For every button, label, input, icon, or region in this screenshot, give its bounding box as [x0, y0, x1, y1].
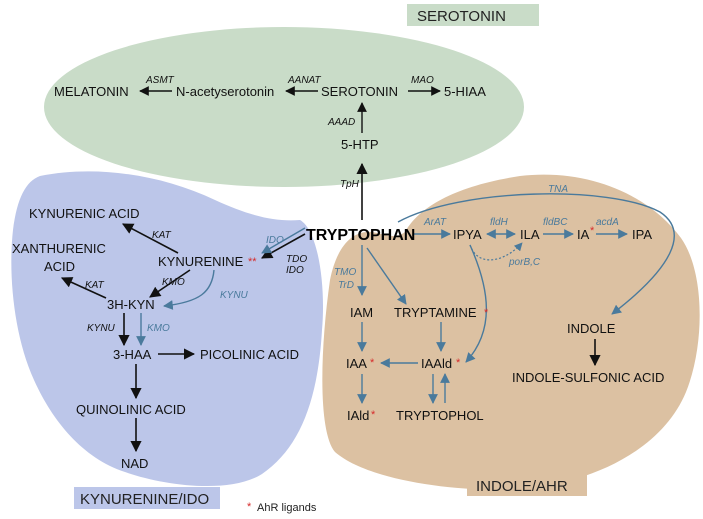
kynurenine-region-label: KYNURENINE/IDO	[80, 491, 209, 508]
arrow-kynurenine-to-kynurenic	[122, 223, 179, 254]
indole-region	[322, 174, 700, 491]
enzyme-fldbc: fldBC	[543, 217, 568, 228]
enzyme-tph: TpH	[340, 179, 360, 190]
enzyme-arat: ArAT	[423, 217, 447, 228]
enzyme-ido-black: IDO	[286, 265, 304, 276]
arrow-tryptophan-to-tryptamine	[366, 247, 407, 305]
node-iaald: IAAld	[421, 356, 452, 371]
indole-label-box	[467, 474, 587, 496]
star-iaald: *	[456, 357, 461, 369]
node-indole: INDOLE	[567, 321, 616, 336]
star-ia: *	[590, 225, 595, 237]
node-xanthurenic-acid-line2: ACID	[44, 259, 75, 274]
enzyme-trd: TrD	[338, 280, 354, 291]
arrow-kynurenine-to-3hkyn	[149, 269, 191, 298]
node-serotonin: SEROTONIN	[321, 84, 398, 99]
node-nad: NAD	[121, 456, 148, 471]
node-5htp: 5-HTP	[341, 137, 379, 152]
enzyme-kynu-black: KYNU	[87, 323, 116, 334]
enzyme-kat-1: KAT	[152, 230, 172, 241]
node-xanthurenic-acid-line1: XANTHURENIC	[12, 241, 106, 256]
enzyme-mao: MAO	[411, 75, 434, 86]
arrow-3hkyn-to-xanthurenic	[60, 277, 107, 299]
node-5hiaa: 5-HIAA	[444, 84, 486, 99]
node-indole-sulfonic-acid: INDOLE-SULFONIC ACID	[512, 370, 664, 385]
star-tryptamine: *	[484, 307, 489, 319]
node-iam: IAM	[350, 305, 373, 320]
node-3h-kyn: 3H-KYN	[107, 297, 155, 312]
node-tryptophan: TRYPTOPHAN	[306, 227, 415, 244]
enzyme-kmo-blue: KMO	[147, 323, 170, 334]
enzyme-aanat: AANAT	[287, 75, 321, 86]
arrow-tryptophan-to-kynurenine-blue	[261, 227, 306, 254]
enzyme-ido-blue: IDO	[266, 235, 284, 246]
node-iald: IAld	[347, 408, 369, 423]
arrow-tryptophan-to-indole-tna	[397, 193, 675, 315]
arrow-tryptophan-to-kynurenine-black	[261, 233, 306, 259]
node-kynurenic-acid: KYNURENIC ACID	[29, 206, 140, 221]
kynurenine-region	[11, 171, 324, 487]
node-picolinic-acid: PICOLINIC ACID	[200, 347, 299, 362]
indole-region-label: INDOLE/AHR	[476, 478, 568, 495]
node-ia: IA	[577, 227, 590, 242]
enzyme-kmo-black: KMO	[162, 277, 185, 288]
enzyme-tmo: TMO	[334, 267, 356, 278]
legend-ahr-ligands: AhR ligands	[257, 502, 317, 514]
node-ipa: IPA	[632, 227, 652, 242]
arrow-ipya-to-ila-porbc	[469, 242, 523, 261]
node-3-haa: 3-HAA	[113, 347, 152, 362]
node-quinolinic-acid: QUINOLINIC ACID	[76, 402, 186, 417]
node-tryptamine: TRYPTAMINE	[394, 305, 477, 320]
node-kynurenine: KYNURENINE	[158, 254, 244, 269]
enzyme-tdo: TDO	[286, 254, 307, 265]
node-iaa: IAA	[346, 356, 367, 371]
node-tryptophol: TRYPTOPHOL	[396, 408, 484, 423]
enzyme-fldh: fldH	[490, 217, 509, 228]
enzyme-asmt: ASMT	[145, 75, 175, 86]
enzyme-kynu-blue: KYNU	[220, 290, 249, 301]
star-iald: *	[371, 409, 376, 421]
enzyme-kat-2: KAT	[85, 280, 105, 291]
node-n-acetylserotonin: N-acetyserotonin	[176, 84, 274, 99]
kynurenine-label-box	[74, 487, 220, 509]
enzyme-acda: acdA	[596, 217, 619, 228]
enzyme-porbc: porB,C	[508, 257, 541, 268]
star-kynurenine: **	[248, 256, 257, 268]
node-ipya: IPYA	[453, 227, 482, 242]
arrow-ipya-to-iaald	[465, 244, 488, 363]
serotonin-region-label: SEROTONIN	[417, 8, 506, 25]
enzyme-aaad: AAAD	[327, 117, 355, 128]
serotonin-region	[44, 27, 524, 187]
node-melatonin: MELATONIN	[54, 84, 129, 99]
enzyme-tna: TNA	[548, 184, 568, 195]
star-iaa: *	[370, 357, 375, 369]
node-ila: ILA	[520, 227, 540, 242]
serotonin-label-box	[407, 4, 539, 26]
legend-star: *	[247, 501, 252, 513]
arrow-kynurenine-to-3hkyn-blue	[163, 269, 215, 310]
